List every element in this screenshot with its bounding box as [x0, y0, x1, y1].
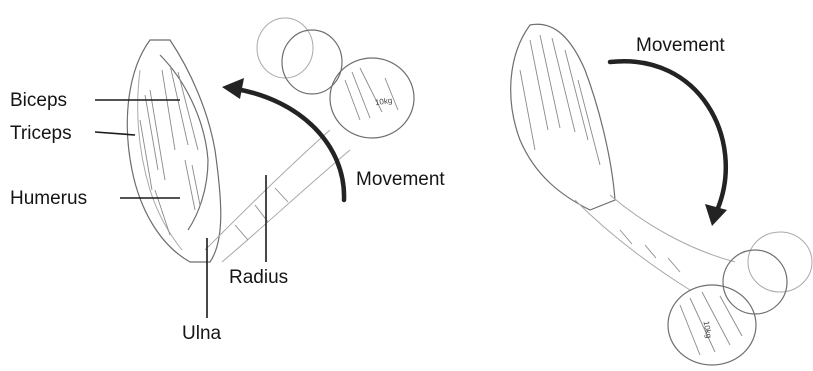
- right-dumbbell: 10kg: [668, 232, 812, 365]
- left-arm-illustration: [127, 40, 350, 262]
- movement-arrow-up: [222, 78, 344, 200]
- biceps-label: Biceps: [10, 90, 67, 111]
- left-dumbbell-weight: 10kg: [374, 96, 392, 107]
- ulna-label: Ulna: [182, 323, 222, 344]
- triceps-leader: [95, 132, 135, 135]
- triceps-label: Triceps: [10, 123, 72, 144]
- movement-label-right: Movement: [636, 35, 725, 56]
- right-arm-illustration: [511, 24, 735, 290]
- movement-arrow-down: [610, 61, 727, 226]
- left-dumbbell: 10kg: [257, 18, 414, 138]
- radius-label: Radius: [229, 267, 288, 288]
- humerus-label: Humerus: [10, 188, 87, 209]
- right-dumbbell-weight: 10kg: [702, 320, 714, 339]
- movement-label-left: Movement: [356, 169, 445, 190]
